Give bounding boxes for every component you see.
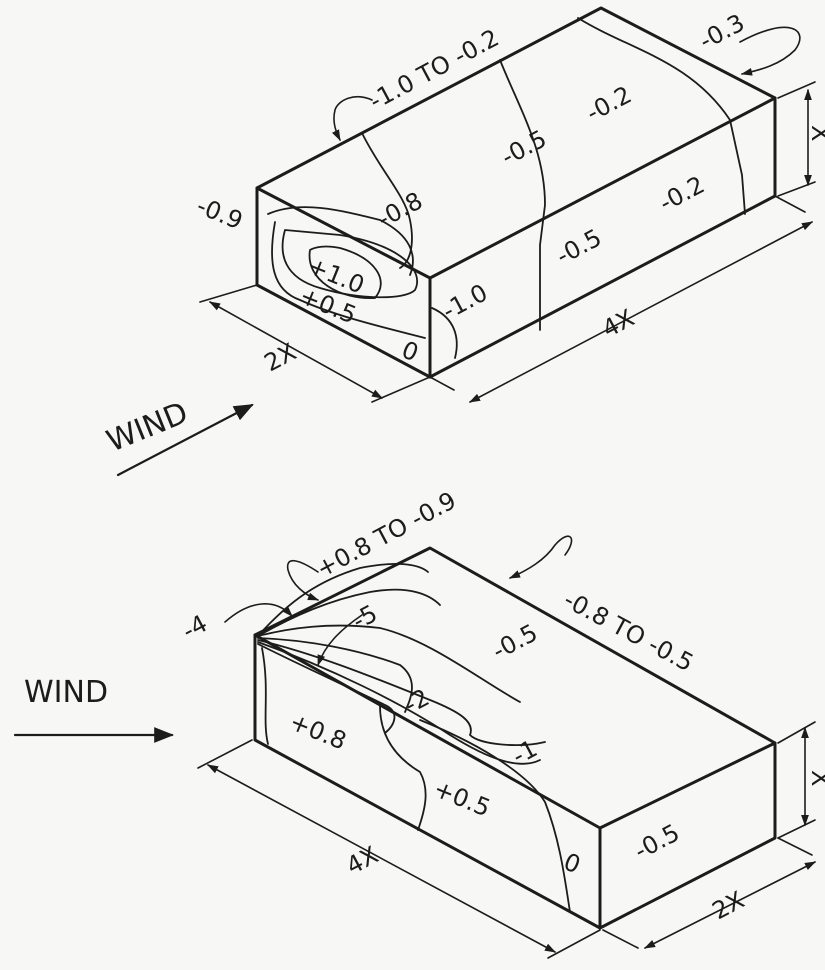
top-label-front-left: -0.9 [193,192,247,236]
bottom-label-face-zero: 0 [560,848,585,880]
top-label-roof-b: -0.5 [497,125,551,172]
top-wind-label: WIND [102,395,193,459]
bottom-dim-width: 2X [708,886,749,926]
top-leader-arrows [331,26,801,142]
bottom-label-face-b: +0.5 [430,775,495,823]
top-building: -1.0 TO -0.2 -0.3 -0.8 -0.5 -0.2 -0.9 +1… [102,6,825,477]
top-label-face-zero: 0 [398,336,423,368]
bottom-dim-height: X [806,770,825,786]
bottom-wind-label: WIND [24,675,108,710]
bottom-label-face-a: +0.8 [286,708,351,756]
bottom-label-roof-b: -0.5 [488,619,542,666]
bottom-label-roof-a: -5 [348,599,382,635]
bottom-dimension-labels: 4X 2X X [342,770,825,925]
bottom-label-end-face: -0.5 [630,819,684,866]
bottom-label-roof-c: -2 [400,683,434,719]
top-label-side-b: -0.5 [552,224,606,271]
bottom-wind-indicator: WIND [13,675,174,743]
top-wind-indicator: WIND [102,395,254,477]
top-label-side-c: -0.2 [655,171,709,218]
top-label-roof-c: -0.2 [582,81,636,128]
top-front-face-contours [267,206,458,359]
bottom-dim-length: 4X [342,841,383,881]
top-dim-height: X [806,125,825,141]
top-dim-width: 2X [260,338,301,378]
top-label-roof-a: -0.8 [373,187,427,234]
top-label-roof-corner: -0.3 [695,9,749,56]
top-dim-length: 4X [598,304,639,344]
bottom-dimension-lines [197,721,816,959]
top-roof-contours [361,17,746,331]
bottom-label-corner: -4 [178,609,212,645]
bottom-label-roof-d: -1 [508,734,542,770]
top-dimension-lines [199,81,816,403]
bottom-building: +0.8 TO -0.9 -0.8 TO -0.5 -4 -5 -0.5 -2 … [13,486,825,959]
bottom-leader-arrows [224,535,573,667]
